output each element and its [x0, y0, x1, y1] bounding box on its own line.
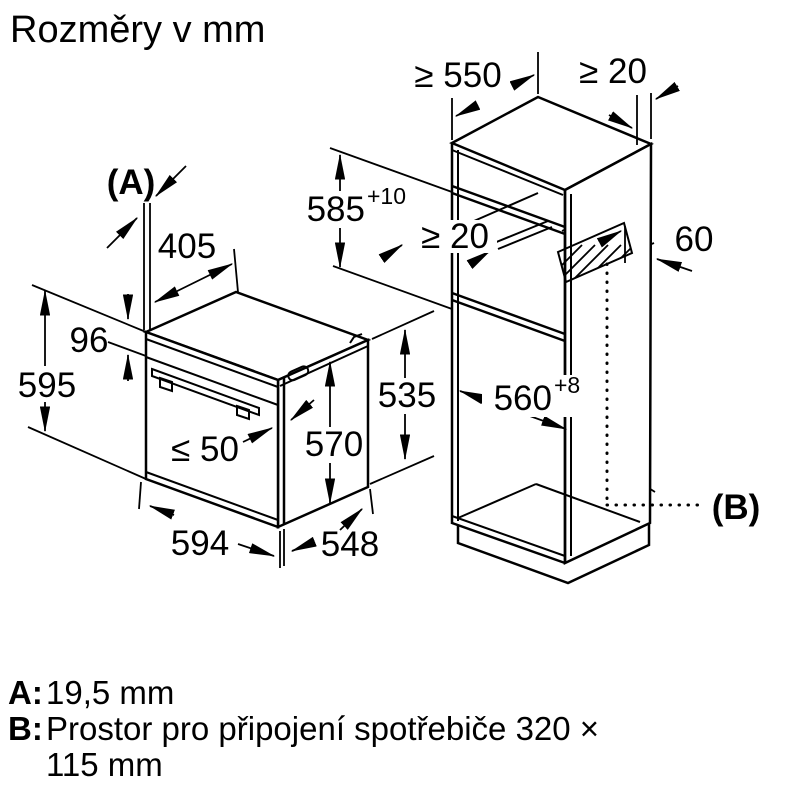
legend-a-key: A:: [8, 674, 43, 711]
callout-a-label: (A): [107, 163, 156, 202]
legend-a-value: 19,5 mm: [46, 674, 174, 711]
legend: A: 19,5 mm B: Prostor pro připojení spot…: [8, 674, 599, 783]
drawing-title: Rozměry v mm: [10, 9, 265, 51]
dimension-lines: [27, 52, 693, 568]
dim-oven-width: 594: [171, 524, 229, 563]
dim-oven-top-depth: 405: [158, 227, 216, 266]
dim-cabinet-niche-width: 560: [494, 379, 552, 418]
oven-front-face: [144, 330, 280, 529]
dim-oven-panel-height: 96: [70, 321, 109, 360]
dim-cabinet-niche-width-tolerance: +8: [554, 372, 580, 398]
legend-b-key: B:: [8, 710, 43, 747]
dim-cabinet-niche-height-tolerance: +10: [367, 183, 406, 209]
label-backgrounds: [16, 191, 582, 463]
legend-b-value-line1: Prostor pro připojení spotřebiče 320 ×: [46, 710, 599, 747]
dim-cabinet-mid-rear-gap: ≥ 20: [421, 217, 489, 256]
dim-cabinet-top-rear-gap: ≥ 20: [579, 52, 647, 91]
dim-oven-door-protrusion: ≤ 50: [171, 430, 239, 469]
dim-cabinet-vent-depth: 60: [675, 220, 714, 259]
dim-oven-depth: 548: [321, 525, 379, 564]
oven-door-handle: [151, 367, 260, 421]
cabinet-shelves: [451, 184, 566, 343]
dim-cabinet-top-depth: ≥ 550: [414, 56, 501, 95]
dim-cabinet-niche-height: 585: [307, 190, 365, 229]
side-grip-slot: [287, 365, 310, 382]
dim-oven-inner-depth: 570: [305, 425, 363, 464]
callout-b-label: (B): [712, 488, 761, 527]
dim-oven-rear-height: 535: [378, 376, 436, 415]
legend-b-value-line2: 115 mm: [46, 746, 163, 783]
cabinet-drawing: [449, 95, 700, 585]
oven-drawing: [142, 290, 372, 529]
cabinet-plinth: [456, 524, 651, 585]
dim-oven-front-height: 595: [18, 366, 76, 405]
connection-space-leader: [605, 262, 700, 507]
top-edge-notch: [349, 333, 363, 344]
